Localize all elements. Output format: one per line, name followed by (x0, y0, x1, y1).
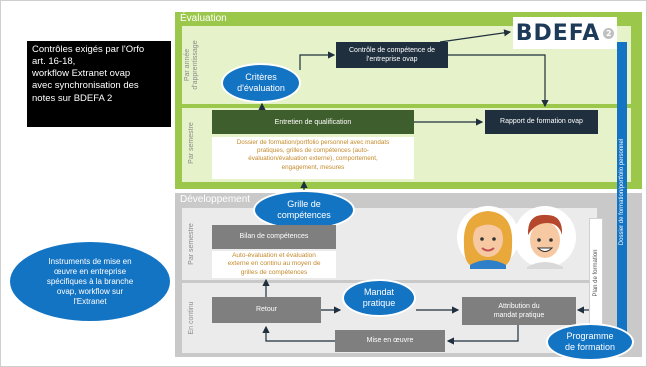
orfo-controls-box: Contrôles exigés par l'Orfo art. 16-18, … (27, 41, 171, 127)
instruments-line: œuvre en entreprise (53, 266, 127, 276)
info-line: workflow Extranet ovap (32, 68, 131, 80)
grille-line: compétences (277, 210, 331, 220)
bdefa-logo-text: BDEFA (515, 20, 601, 46)
avatar-man (513, 205, 577, 269)
woman-face-icon (457, 206, 519, 269)
dossier-line: évaluation/évaluation externe), comporte… (248, 155, 378, 163)
criteres-line: Critères (245, 71, 277, 82)
mandat-line: pratique (362, 298, 396, 308)
mandat-pratique-ellipse: Mandat pratique (342, 279, 416, 317)
info-line: notes sur BDEFA 2 (32, 92, 113, 104)
instruments-ellipse: Instruments de mise en œuvre en entrepri… (8, 240, 172, 323)
bilan-competences-box: Bilan de compétences (212, 225, 336, 249)
mise-en-oeuvre-box: Mise en œuvre (335, 330, 445, 352)
man-face-icon (514, 206, 576, 269)
rapport-formation-box: Rapport de formation ovap (485, 110, 598, 134)
evaluation-title: Évaluation (180, 13, 227, 24)
development-title: Développement (180, 194, 251, 205)
arrow-controle-to-bdefa (439, 29, 512, 43)
dossier-portfolio-bar (617, 42, 627, 342)
entretien-qualification-box: Entretien de qualification (212, 110, 414, 134)
auto-line: externe en continu au moyen de (227, 260, 321, 268)
dossier-formation-text: Dossier de formation/portfolio personnel… (212, 137, 414, 179)
instruments-line: Instruments de mise en (48, 256, 132, 266)
programme-formation-ellipse: Programme de formation (546, 323, 634, 361)
auto-line: Auto-évaluation et évaluation (232, 252, 316, 259)
grille-competences-ellipse: Grille de compétences (253, 190, 355, 230)
instruments-line: spécifiques à la branche (46, 276, 134, 286)
arrow-criteres-to-controle (299, 51, 336, 70)
attribution-mandat-box: Attribution du mandat pratique (462, 297, 576, 325)
bdefa-badge: 2 (603, 27, 615, 39)
controle-line: l'entreprise ovap (366, 56, 418, 63)
dossier-line: pratiques, grilles de compétences (auto- (256, 147, 369, 155)
auto-evaluation-text: Auto-évaluation et évaluation externe en… (212, 251, 336, 278)
info-line: art. 16-18, (32, 56, 76, 68)
instruments-line: ovap, workflow sur (56, 286, 124, 296)
arrow-attribution-to-mise (446, 325, 519, 345)
mandat-line: Mandat (363, 286, 395, 297)
arrow-mise-to-retour (262, 325, 335, 342)
programme-line: de formation (564, 342, 616, 352)
retour-box: Retour (212, 297, 321, 323)
auto-line: grilles de compétences (240, 268, 308, 276)
controle-line: Contrôle de compétence de (349, 46, 435, 54)
arrow-controle-to-rapport (448, 54, 549, 108)
instruments-line: l'Extranet (73, 296, 107, 306)
info-line: avec synchronisation des (32, 80, 139, 92)
attribution-line: Attribution du (498, 302, 540, 310)
grille-line: Grille de (287, 198, 321, 209)
info-line: Contrôles exigés par l'Orfo (32, 44, 145, 55)
criteres-evaluation-ellipse: Critères d'évaluation (221, 63, 301, 103)
dossier-line: Dossier de formation/portfolio personnel… (236, 139, 390, 146)
avatar-woman (456, 205, 520, 269)
controle-competence-box: Contrôle de compétence de l'entreprise o… (336, 42, 448, 68)
programme-line: Programme (566, 330, 614, 341)
dossier-line: engagement, mesures (281, 163, 345, 171)
attribution-line: mandat pratique (493, 312, 545, 319)
criteres-line: d'évaluation (237, 83, 285, 93)
